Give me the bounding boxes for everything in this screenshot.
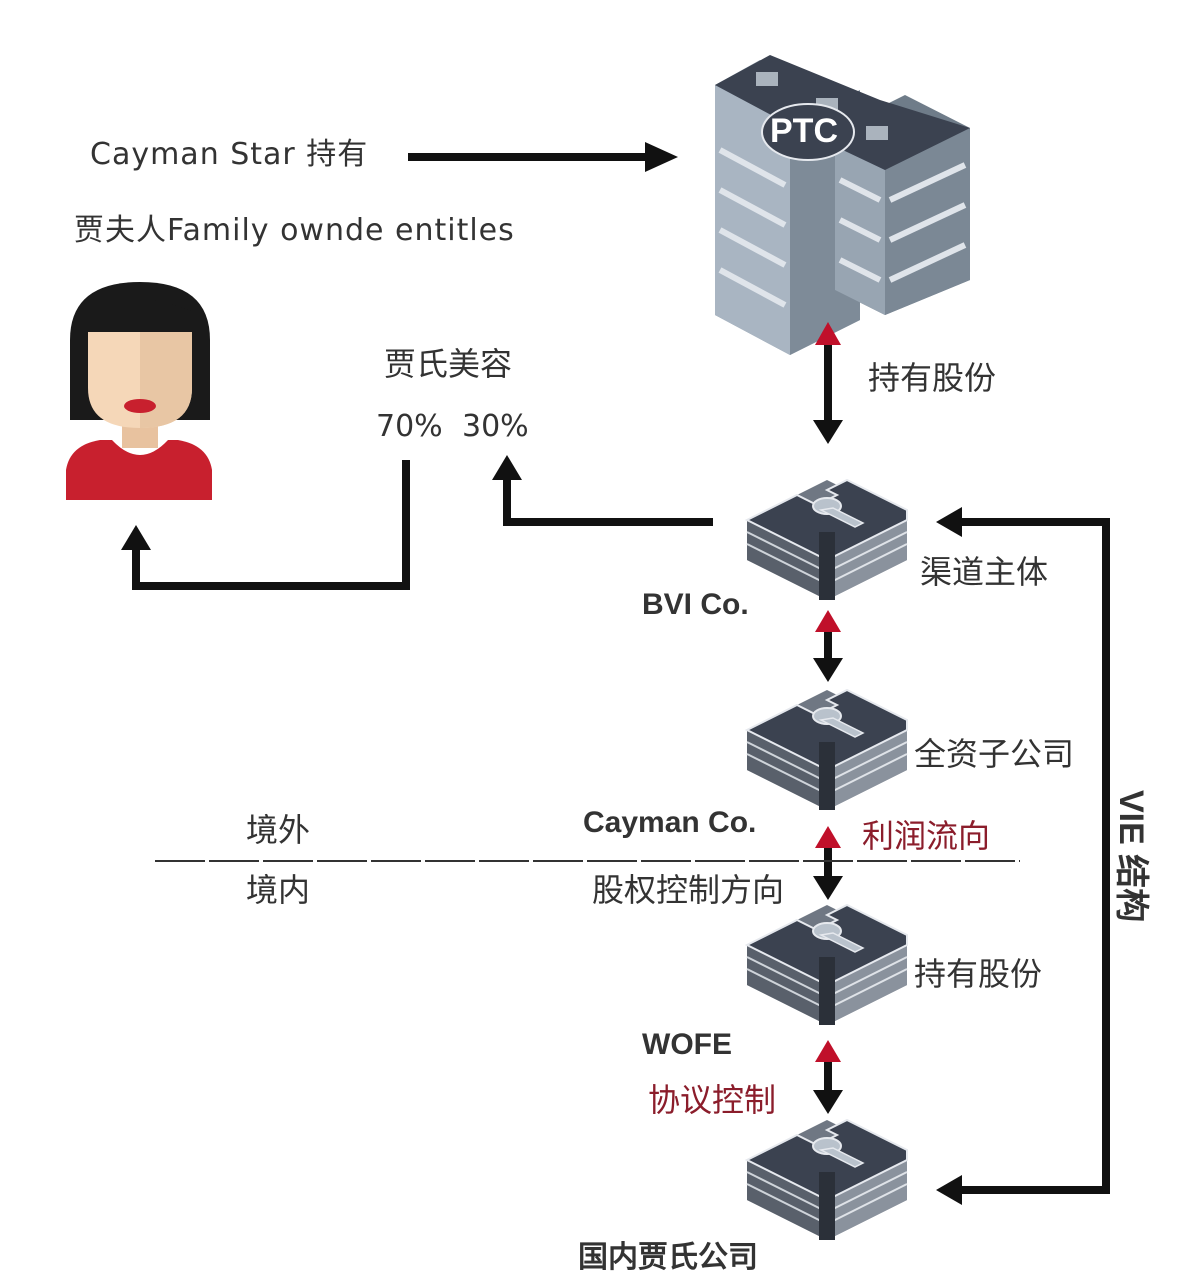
bvi-block-icon	[746, 479, 908, 601]
wofe-domestic-arrow	[813, 1040, 843, 1114]
beauty-to-person-arrow	[121, 460, 410, 590]
domestic-block-icon	[746, 1119, 908, 1241]
wholly-owned-label: 全资子公司	[914, 735, 1075, 773]
equity-direction-label: 股权控制方向	[592, 871, 785, 909]
jia-beauty-label: 贾氏美容	[384, 345, 513, 383]
channel-entity-label: 渠道主体	[920, 553, 1049, 591]
bvi-label: BVI Co.	[642, 588, 749, 621]
ptc-label: PTC	[770, 112, 838, 150]
person-avatar	[66, 282, 212, 500]
pct-70-label: 70%	[376, 409, 443, 444]
domestic-company-label: 国内贾氏公司	[578, 1241, 758, 1274]
ptc-bvi-arrow	[813, 322, 843, 444]
profit-flow-label: 利润流向	[862, 817, 991, 855]
cayman-co-label: Cayman Co.	[583, 806, 757, 839]
cayman-star-arrow	[408, 142, 678, 172]
ptc-building-icon	[715, 55, 970, 355]
offshore-label: 境外	[246, 811, 311, 849]
vie-loop-arrow	[936, 507, 1110, 1205]
hold-shares-top-label: 持有股份	[868, 359, 997, 397]
agreement-control-label: 协议控制	[648, 1081, 777, 1119]
cayman-star-label: Cayman Star 持有	[90, 137, 369, 172]
pct-30-label: 30%	[462, 409, 529, 444]
bvi-cayman-arrow	[813, 610, 843, 682]
hold-shares-bottom-label: 持有股份	[914, 955, 1043, 993]
cayman-block-icon	[746, 689, 908, 811]
bvi-to-beauty-arrow	[492, 455, 713, 526]
onshore-label: 境内	[246, 871, 311, 909]
wofe-label: WOFE	[642, 1028, 732, 1061]
family-entities-label: 贾夫人Family ownde entitles	[74, 213, 515, 248]
vie-structure-label: VIE 结构	[1112, 790, 1150, 923]
wofe-block-icon	[746, 904, 908, 1026]
cayman-wofe-arrow	[813, 826, 843, 900]
